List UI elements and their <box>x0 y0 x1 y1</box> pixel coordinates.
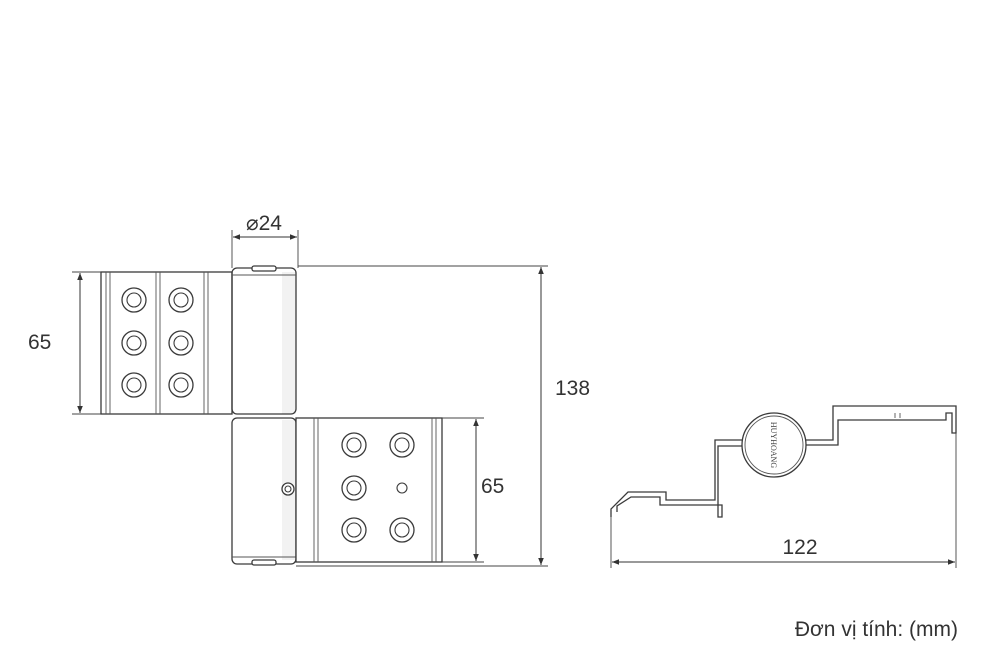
screw-hole <box>341 432 367 458</box>
screw-hole <box>341 517 367 543</box>
hinge-front-view <box>100 265 443 566</box>
lower-leaf-holes <box>341 432 415 543</box>
dim-lower-leaf-height: 65 <box>442 417 504 563</box>
lower-leaf-height-label: 65 <box>481 475 504 498</box>
lower-leaf <box>295 417 443 563</box>
profile-inner <box>616 445 742 518</box>
profile-outline <box>610 405 957 517</box>
screw-hole <box>168 287 194 313</box>
profile-width-label: 122 <box>782 536 817 559</box>
unit-note: Đơn vị tính: (mm) <box>794 618 958 641</box>
logo-seal: HUYHOANG <box>741 412 807 478</box>
dim-total-height: 138 <box>296 265 590 567</box>
small-hole <box>396 482 408 494</box>
screw-hole <box>168 372 194 398</box>
upper-leaf-height-label: 65 <box>28 331 51 354</box>
dim-barrel-diameter: ⌀24 <box>231 212 299 268</box>
screw-hole <box>341 475 367 501</box>
barrel-lower <box>231 417 297 566</box>
dim-upper-leaf-height: 65 <box>28 271 101 415</box>
screw-hole <box>389 517 415 543</box>
screw-hole <box>121 287 147 313</box>
barrel-diameter-label: ⌀24 <box>246 212 282 235</box>
screw-hole <box>168 330 194 356</box>
screw-hole <box>121 330 147 356</box>
total-height-label: 138 <box>555 377 590 400</box>
barrel-upper <box>231 265 297 415</box>
upper-leaf <box>100 271 233 415</box>
logo-seal-text: HUYHOANG <box>769 422 778 468</box>
screw-hole <box>121 372 147 398</box>
hinge-profile-view: HUYHOANG <box>610 405 957 518</box>
screw-hole <box>389 432 415 458</box>
upper-leaf-holes <box>121 287 194 398</box>
dim-profile-width: 122 <box>610 433 957 568</box>
